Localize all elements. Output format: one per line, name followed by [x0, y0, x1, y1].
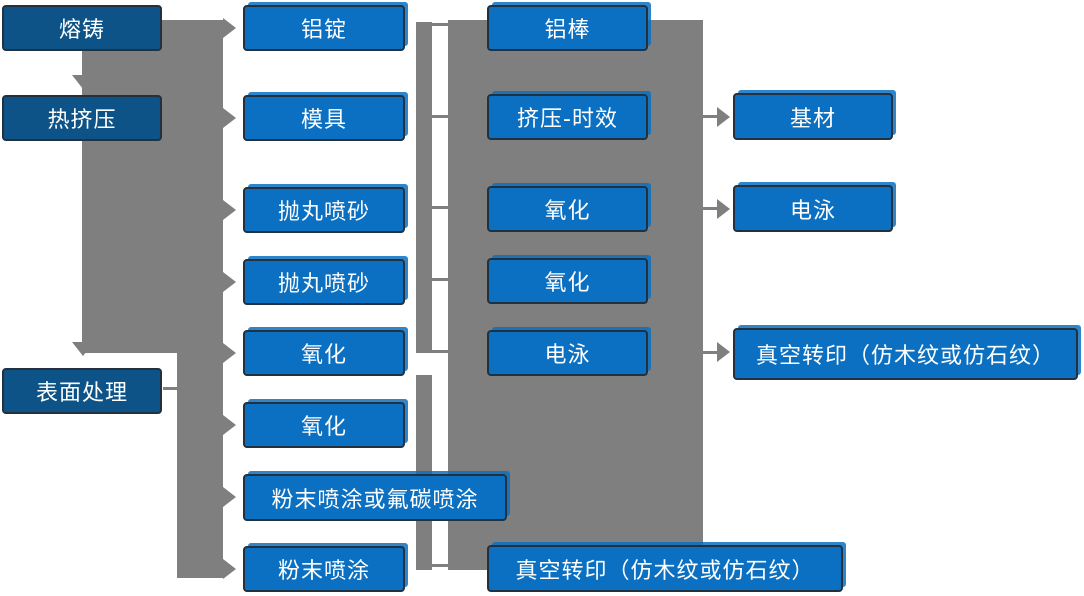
node-hot-extrusion: 热挤压 [2, 95, 162, 141]
arrow-to-surface-treatment-icon [72, 342, 94, 356]
node-shot-blasting-sandblasting-2: 抛丸喷砂 [243, 259, 405, 305]
arrow-to-hot-extrusion-icon [72, 75, 94, 89]
node-electrophoresis-2: 电泳 [733, 185, 893, 232]
arrow-to-aluminum-ingot-icon [223, 18, 236, 38]
arrow-to-shot-blasting-1-icon [223, 200, 236, 220]
arrow-to-powder-spraying-icon [223, 559, 236, 579]
node-powder-or-fluorocarbon-spraying: 粉末喷涂或氟碳喷涂 [243, 474, 507, 521]
connector-tick-vacuum-transfer-1 [432, 564, 448, 567]
connector-tick-electrophoresis-1 [432, 350, 448, 353]
connector-tick-oxidation-4 [432, 278, 448, 281]
connector-trunk-wide [82, 20, 223, 353]
connector-line-to-base-material [703, 115, 717, 118]
node-vacuum-transfer-printing-2: 真空转印（仿木纹或仿石纹） [733, 328, 1078, 380]
arrow-to-base-material-icon [717, 107, 730, 127]
node-base-material: 基材 [733, 93, 893, 140]
arrow-to-powder-or-fluorocarbon-icon [223, 487, 236, 507]
connector-line-to-vacuum-transfer-2 [703, 351, 717, 354]
arrow-to-mold-icon [223, 108, 236, 128]
node-oxidation-4: 氧化 [487, 258, 648, 304]
node-extrusion-aging: 挤压-时效 [487, 94, 648, 140]
node-surface-treatment: 表面处理 [2, 368, 162, 414]
node-oxidation-1: 氧化 [243, 330, 405, 376]
connector-collector-bar-lower [416, 375, 432, 570]
arrow-to-shot-blasting-2-icon [223, 272, 236, 292]
node-oxidation-3: 氧化 [487, 186, 648, 232]
connector-trunk-narrow [177, 353, 223, 578]
connector-surface-treatment-link [163, 387, 177, 390]
node-powder-spraying: 粉末喷涂 [243, 546, 405, 592]
node-oxidation-2: 氧化 [243, 402, 405, 448]
connector-tick-aluminum-rod [432, 23, 448, 26]
node-melting-casting: 熔铸 [2, 5, 162, 51]
arrow-to-oxidation-1-icon [223, 343, 236, 363]
connector-tick-extrusion-aging [432, 115, 448, 118]
arrow-to-electrophoresis-2-icon [717, 199, 730, 219]
connector-tick-oxidation-3 [432, 206, 448, 209]
arrow-to-vacuum-transfer-2-icon [717, 342, 730, 362]
node-electrophoresis-1: 电泳 [487, 330, 648, 376]
node-shot-blasting-sandblasting-1: 抛丸喷砂 [243, 187, 405, 233]
node-aluminum-ingot: 铝锭 [243, 5, 405, 51]
node-mold: 模具 [243, 95, 405, 141]
arrow-to-oxidation-2-icon [223, 415, 236, 435]
node-aluminum-rod: 铝棒 [487, 5, 648, 51]
connector-line-to-electrophoresis-2 [703, 207, 717, 210]
connector-collector-bar-upper [416, 22, 432, 353]
node-vacuum-transfer-printing-1: 真空转印（仿木纹或仿石纹） [487, 545, 843, 592]
